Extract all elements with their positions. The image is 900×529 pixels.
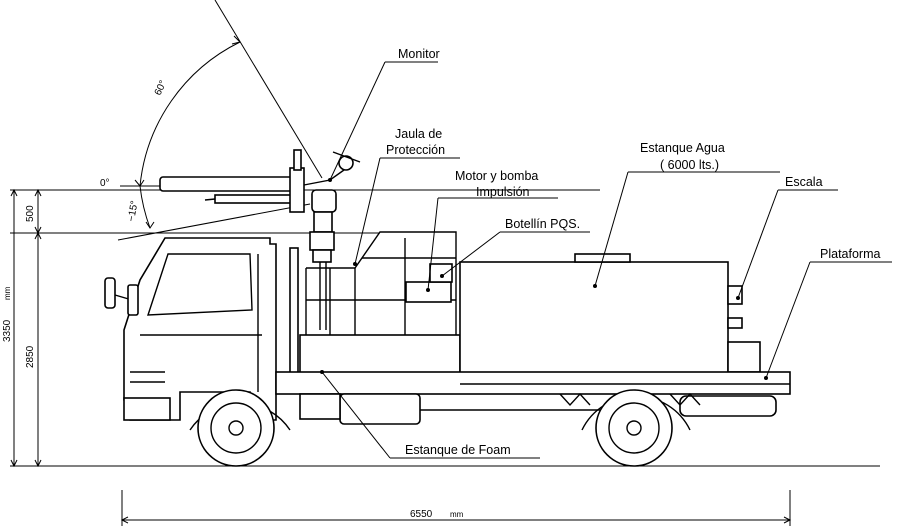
monitor-angle-arc [117, 0, 323, 241]
dimension-lines [10, 188, 880, 526]
protection-cage [305, 231, 457, 335]
height-500-label: 500 [25, 205, 36, 222]
label-monitor: Monitor [398, 47, 440, 61]
truck-cab [104, 237, 299, 421]
label-jaula-2: Protección [386, 143, 445, 157]
label-estanque-agua-1: Estanque Agua [640, 141, 725, 155]
leader-lines [320, 61, 892, 459]
angle-0-label: 0° [100, 178, 110, 189]
height-2850-label: 2850 [25, 345, 36, 368]
rear-wheel [581, 389, 691, 467]
water-tank [459, 253, 761, 385]
length-6550-unit: mm [450, 510, 464, 519]
label-motor-2: Impulsión [476, 185, 530, 199]
length-6550-label: 6550 [410, 509, 433, 520]
label-motor-1: Motor y bomba [455, 169, 538, 183]
label-botellin: Botellín PQS. [505, 217, 580, 231]
height-3350-label: 3350 [2, 319, 13, 342]
label-estanque-agua-2: ( 6000 lts.) [660, 158, 719, 172]
monitor-nozzle [159, 149, 361, 330]
height-3350-unit: mm [3, 286, 12, 300]
label-escala: Escala [785, 175, 823, 189]
label-jaula-1: Jaula de [395, 127, 442, 141]
front-wheel [189, 389, 291, 467]
label-estanque-foam: Estanque de Foam [405, 443, 511, 457]
angle-minus15-label: −15° [126, 200, 140, 223]
label-plataforma: Plataforma [820, 247, 880, 261]
angle-60-label: 60° [153, 79, 169, 97]
chassis [275, 371, 791, 425]
